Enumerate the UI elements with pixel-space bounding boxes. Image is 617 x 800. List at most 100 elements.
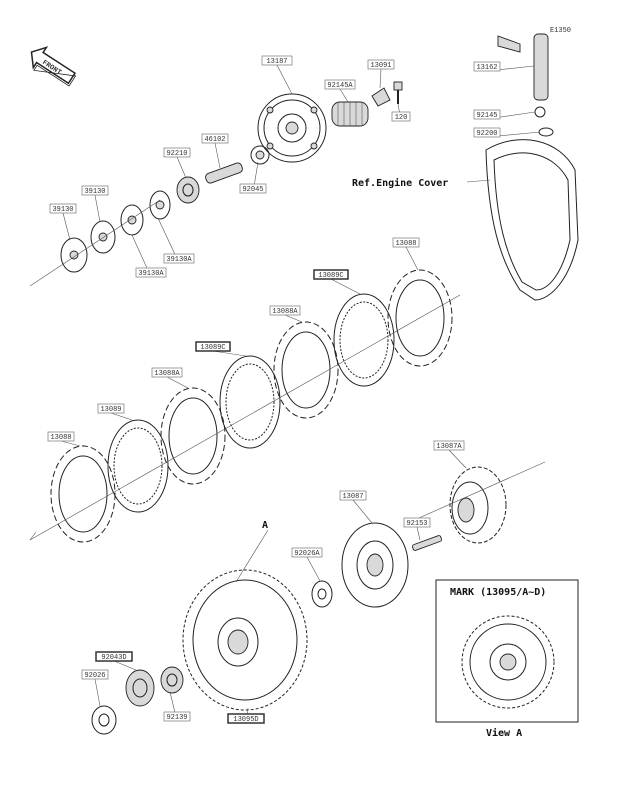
label-box: [392, 237, 420, 248]
label-box: [95, 651, 133, 662]
leader-line: [214, 142, 221, 169]
part-label-13088A[interactable]: 13088A: [269, 305, 303, 323]
part-number: 92145A: [327, 82, 353, 90]
spring-plates: [60, 190, 171, 273]
leader-line: [110, 412, 133, 421]
leader-line: [330, 278, 361, 295]
label-box: [239, 183, 267, 194]
part-number: 46102: [204, 136, 225, 144]
leader-line: [306, 556, 321, 582]
part-label-92153[interactable]: 92153: [403, 517, 431, 541]
part-number: 13095D: [233, 716, 258, 724]
part-label-92026[interactable]: 92026: [81, 669, 109, 707]
a-mark: A: [262, 520, 268, 531]
diagram-code: E1350: [550, 27, 571, 35]
part-number: 120: [395, 114, 408, 122]
pressure-plate-13087: [341, 522, 409, 608]
part-label-92139[interactable]: 92139: [163, 691, 191, 722]
clutch-housing: [182, 569, 308, 711]
leader-line: [166, 376, 189, 389]
leader-line: [94, 678, 101, 707]
part-label-13187[interactable]: 13187: [261, 55, 293, 95]
part-label-92043D[interactable]: 92043D: [95, 651, 137, 671]
part-number: 39130A: [166, 256, 192, 264]
label-box: [391, 111, 411, 122]
part-label-92210[interactable]: 92210: [163, 147, 191, 179]
part-label-39130A[interactable]: 39130A: [157, 217, 195, 264]
view-mark-text: MARK (13095/A~D): [450, 587, 546, 598]
leader-line: [416, 526, 421, 541]
label-box: [473, 109, 501, 120]
label-box: [163, 711, 191, 722]
label-box: [135, 267, 167, 278]
label-box: [291, 547, 323, 558]
part-number: 13187: [266, 58, 287, 66]
part-label-92026A[interactable]: 92026A: [291, 547, 323, 582]
part-label-13087[interactable]: 13087: [339, 490, 373, 524]
label-box: [324, 79, 356, 90]
label-box: [227, 713, 265, 724]
part-label-120[interactable]: 120: [391, 103, 411, 122]
label-box: [403, 517, 431, 528]
part-label-92200[interactable]: 92200: [473, 127, 541, 138]
part-label-39130[interactable]: 39130: [81, 185, 109, 223]
part-number: 92210: [166, 150, 187, 158]
label-box: [163, 253, 195, 264]
washer-92026: [91, 705, 117, 735]
part-label-46102[interactable]: 46102: [201, 133, 229, 169]
part-label-13087A[interactable]: 13087A: [433, 440, 467, 469]
part-label-39130b[interactable]: 39130: [49, 203, 77, 241]
part-label-13089C2[interactable]: 13089C: [195, 341, 247, 357]
washer-92026A: [311, 580, 333, 608]
needle-bearing-92043D: [125, 669, 155, 707]
spring-92145: [534, 106, 546, 118]
label-box: [97, 403, 125, 414]
part-label-92145A[interactable]: 92145A: [324, 79, 356, 103]
ref-engine-cover: Ref.Engine Cover: [352, 177, 448, 189]
part-label-92145[interactable]: 92145: [473, 109, 536, 120]
label-box: [81, 185, 109, 196]
ring-92200: [538, 127, 554, 137]
spring-part: [331, 101, 369, 127]
part-number: 13088A: [272, 308, 298, 316]
part-number: 92026A: [294, 550, 320, 558]
part-number: 13088A: [154, 370, 180, 378]
part-label-13095D[interactable]: 13095D: [227, 707, 265, 724]
bearing-92045: [250, 145, 270, 165]
leader-line: [62, 212, 71, 241]
part-number: 92139: [166, 714, 187, 722]
part-labels: 13187 13091 92145A 120 13162 92145 92200 46102 9…: [47, 55, 541, 724]
leader-line: [339, 88, 349, 103]
part-label-13089C[interactable]: 13089C: [313, 269, 361, 295]
part-number: 92145: [476, 112, 497, 120]
label-box: [47, 431, 75, 442]
part-label-39130Ab[interactable]: 39130A: [131, 234, 167, 278]
part-label-13089[interactable]: 13089: [97, 403, 133, 421]
bearing-92210: [176, 176, 200, 204]
part-number: 92043D: [101, 654, 126, 662]
part-label-13088b[interactable]: 13088: [47, 431, 81, 447]
leader-line: [448, 449, 467, 469]
part-number: 92200: [476, 130, 497, 138]
label-box: [195, 341, 231, 352]
part-number: 13089: [100, 406, 121, 414]
part-number: 92026: [84, 672, 105, 680]
part-label-92045[interactable]: 92045: [239, 161, 267, 194]
leader-line: [284, 314, 303, 323]
part-label-13088A2[interactable]: 13088A: [151, 367, 189, 389]
part-label-13091[interactable]: 13091: [367, 59, 395, 89]
part-label-13162[interactable]: 13162: [473, 61, 535, 72]
part-label-13088[interactable]: 13088: [392, 237, 420, 271]
leader-line: [113, 660, 137, 671]
view-caption: View A: [486, 727, 522, 739]
part-number: 13088: [50, 434, 71, 442]
label-box: [473, 127, 501, 138]
label-box: [433, 440, 465, 451]
part-number: 13089C: [200, 344, 225, 352]
part-number: 92045: [242, 186, 263, 194]
label-box: [201, 133, 229, 144]
leader-line: [60, 440, 81, 447]
part-number: 13091: [370, 62, 391, 70]
label-box: [49, 203, 77, 214]
part-number: 13087A: [436, 443, 462, 451]
